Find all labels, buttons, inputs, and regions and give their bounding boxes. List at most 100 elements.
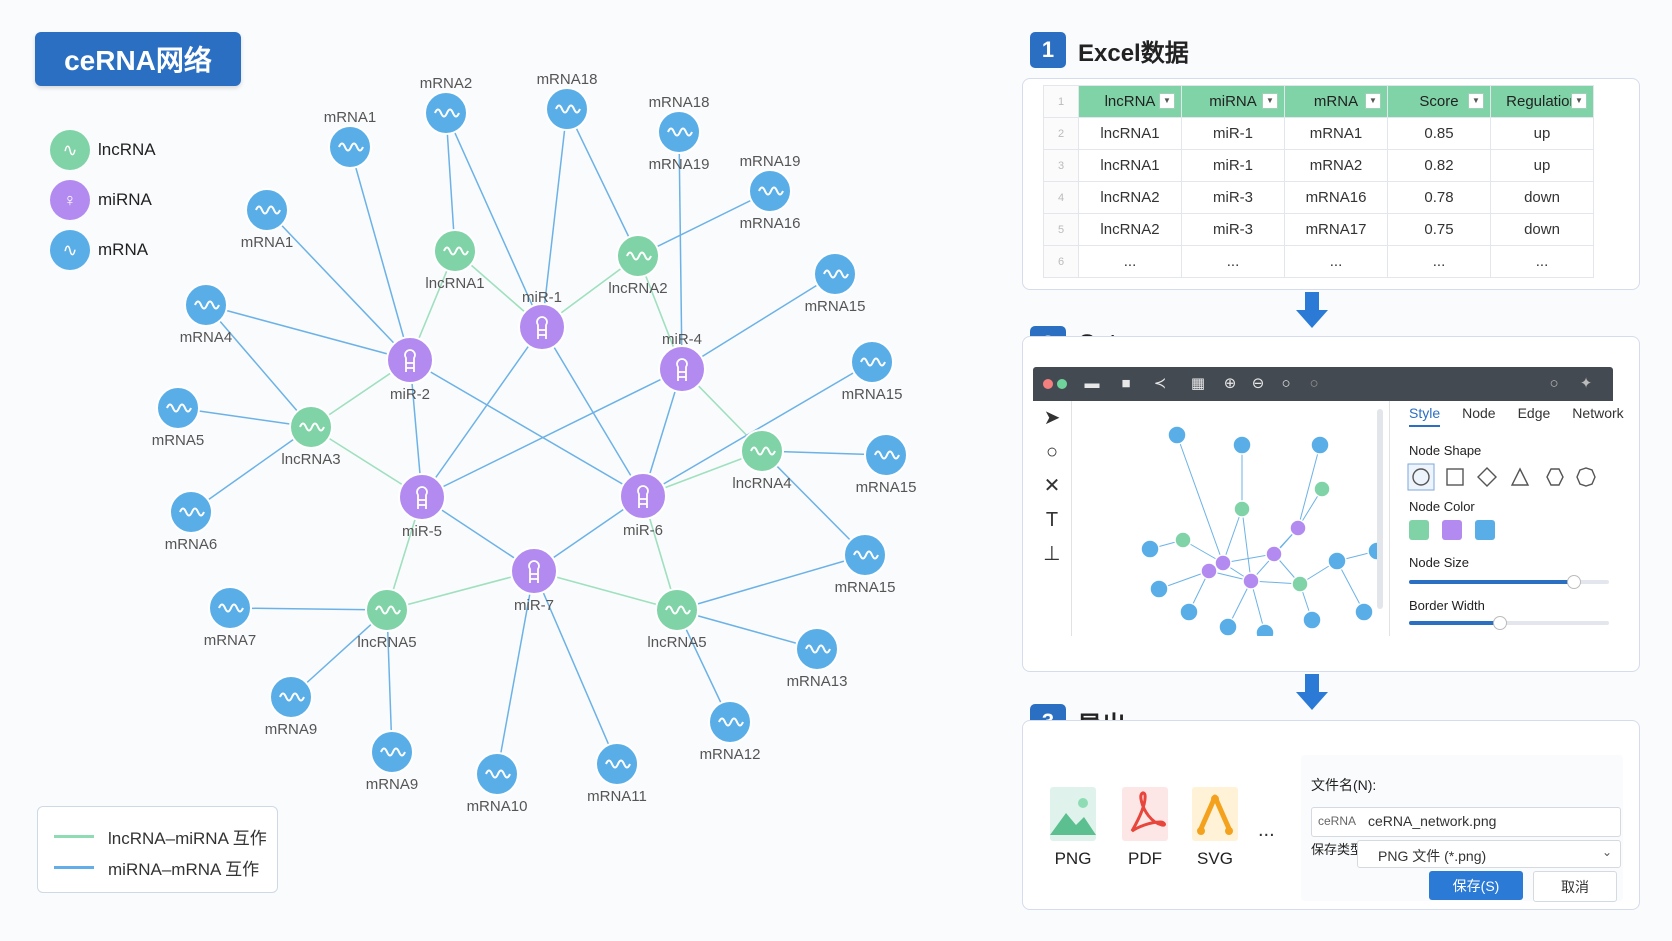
table-cell[interactable]: up — [1490, 117, 1594, 150]
mini-node[interactable] — [1302, 610, 1322, 630]
lncrna-node[interactable]: lncRNA4 — [732, 429, 792, 492]
mirna-node-circle[interactable] — [518, 303, 566, 351]
mrna-node[interactable]: mRNA18 — [537, 71, 598, 131]
mrna-node[interactable]: mRNA9 — [265, 675, 318, 738]
settings-icon[interactable]: ✦ — [1579, 375, 1593, 392]
filter-dropdown-icon[interactable]: ▼ — [1262, 93, 1278, 109]
table-cell[interactable]: ... — [1078, 245, 1182, 278]
tab-node[interactable]: Node — [1462, 405, 1496, 421]
table-cell[interactable]: 0.82 — [1387, 149, 1491, 182]
tab-network[interactable]: Network — [1572, 405, 1624, 421]
mrna-node[interactable]: mRNA12 — [700, 700, 761, 763]
mini-node[interactable] — [1214, 554, 1232, 572]
color-swatch[interactable] — [1409, 520, 1429, 540]
mrna-node[interactable]: mRNA15 — [835, 533, 896, 596]
table-cell[interactable]: lncRNA2 — [1078, 181, 1182, 214]
file-type-select[interactable]: PNG 文件 (*.png) ⌄ — [1357, 840, 1621, 868]
shape-triangle-option[interactable] — [1510, 467, 1530, 486]
table-cell[interactable]: down — [1490, 213, 1594, 246]
mini-node[interactable] — [1327, 551, 1347, 571]
mini-node[interactable] — [1367, 541, 1377, 561]
mini-node[interactable] — [1218, 617, 1238, 636]
shape-octagon-option[interactable] — [1576, 467, 1596, 487]
layout-icon[interactable]: ▦ — [1190, 375, 1206, 392]
border-width-slider[interactable] — [1409, 616, 1609, 630]
table-cell[interactable]: ... — [1490, 245, 1594, 278]
table-cell[interactable]: 0.75 — [1387, 213, 1491, 246]
share-icon[interactable]: ≺ — [1153, 375, 1167, 392]
filter-dropdown-icon[interactable]: ▼ — [1468, 93, 1484, 109]
more-formats-ellipsis[interactable]: ... — [1258, 819, 1275, 841]
svg-format-option[interactable]: SVG — [1187, 787, 1243, 869]
color-swatch[interactable] — [1442, 520, 1462, 540]
mrna-node[interactable]: mRNA6 — [165, 490, 218, 553]
zoom-in-icon[interactable]: ⊕ — [1223, 375, 1237, 392]
mrna-node[interactable]: mRNA5 — [152, 386, 205, 449]
mirna-node[interactable]: miR-5 — [398, 473, 446, 540]
mini-node[interactable] — [1242, 572, 1260, 590]
mini-node[interactable] — [1255, 623, 1275, 636]
zoom-fit-icon[interactable]: ○ — [1281, 375, 1291, 392]
table-cell[interactable]: lncRNA1 — [1078, 117, 1182, 150]
canvas-scrollbar[interactable] — [1377, 409, 1383, 609]
mini-node[interactable] — [1167, 425, 1187, 445]
mirna-node[interactable]: miR-4 — [658, 331, 706, 393]
mirna-node[interactable]: miR-2 — [386, 336, 434, 403]
node-size-slider[interactable] — [1409, 575, 1609, 589]
table-cell[interactable]: down — [1490, 181, 1594, 214]
shape-circle-option[interactable] — [1412, 468, 1430, 486]
table-cell[interactable]: 0.85 — [1387, 117, 1491, 150]
lncrna-node[interactable]: lncRNA2 — [608, 234, 668, 297]
mini-node[interactable] — [1232, 435, 1252, 455]
table-cell[interactable]: lncRNA2 — [1078, 213, 1182, 246]
table-cell[interactable]: miR-3 — [1181, 181, 1285, 214]
color-swatch[interactable] — [1475, 520, 1495, 540]
table-cell[interactable]: mRNA16 — [1284, 181, 1388, 214]
png-format-option[interactable]: PNG — [1045, 787, 1101, 869]
mrna-node[interactable]: mRNA15 — [805, 252, 866, 315]
table-cell[interactable]: ... — [1181, 245, 1285, 278]
table-cell[interactable]: ... — [1284, 245, 1388, 278]
mirna-node-circle[interactable] — [510, 547, 558, 595]
filter-dropdown-icon[interactable]: ▼ — [1159, 93, 1175, 109]
pointer-tool-icon[interactable]: ➤ — [1043, 407, 1061, 429]
table-cell[interactable]: mRNA17 — [1284, 213, 1388, 246]
column-header[interactable]: Regulation▼ — [1490, 85, 1594, 118]
table-cell[interactable]: ... — [1387, 245, 1491, 278]
mrna-node[interactable]: mRNA7 — [204, 586, 257, 649]
mrna-node[interactable]: mRNA1 — [241, 188, 294, 251]
filter-dropdown-icon[interactable]: ▼ — [1571, 93, 1587, 109]
lncrna-node[interactable]: lncRNA3 — [281, 405, 341, 468]
filename-input[interactable]: ceRNA ceRNA_network.png — [1311, 807, 1621, 837]
shape-square-option[interactable] — [1446, 468, 1464, 486]
mirna-node-circle[interactable] — [386, 336, 434, 384]
mini-node[interactable] — [1140, 539, 1160, 559]
mrna-node[interactable]: mRNA15 — [842, 340, 903, 403]
circle-tool-icon[interactable]: ○ — [1045, 441, 1059, 463]
mini-node[interactable] — [1149, 579, 1169, 599]
edge-tool-icon[interactable]: ✕ — [1043, 475, 1061, 497]
tab-edge[interactable]: Edge — [1517, 405, 1551, 421]
column-header[interactable]: mRNA▼ — [1284, 85, 1388, 118]
table-cell[interactable]: miR-3 — [1181, 213, 1285, 246]
mrna-node[interactable]: mRNA15 — [856, 433, 917, 496]
save-icon[interactable]: ■ — [1121, 375, 1131, 392]
table-cell[interactable]: 0.78 — [1387, 181, 1491, 214]
column-header[interactable]: miRNA▼ — [1181, 85, 1285, 118]
search-icon[interactable]: ○ — [1549, 375, 1559, 392]
mirna-node-circle[interactable] — [398, 473, 446, 521]
save-button[interactable]: 保存(S) — [1429, 871, 1523, 900]
mrna-node[interactable]: mRNA4 — [180, 283, 233, 346]
pdf-format-option[interactable]: PDF — [1117, 787, 1173, 869]
lncrna-node[interactable]: lncRNA1 — [425, 229, 485, 292]
lncrna-node[interactable]: lncRNA5 — [357, 588, 417, 651]
shape-hexagon-option[interactable] — [1546, 468, 1564, 486]
mini-node[interactable] — [1354, 602, 1374, 622]
table-cell[interactable]: miR-1 — [1181, 149, 1285, 182]
mrna-node[interactable]: mRNA11 — [587, 742, 647, 805]
text-tool-icon[interactable]: T — [1045, 509, 1059, 531]
mini-node[interactable] — [1289, 519, 1307, 537]
mrna-node[interactable]: mRNA1 — [324, 109, 377, 169]
